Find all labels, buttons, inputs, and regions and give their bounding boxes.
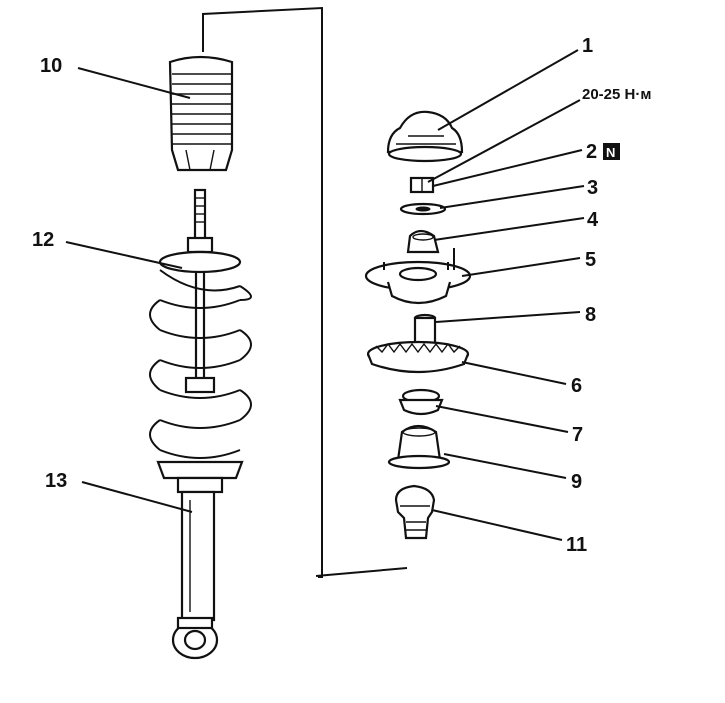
callout-2: 2 (586, 141, 597, 163)
callout-12: 12 (32, 229, 54, 251)
leader-torque (427, 99, 581, 183)
leader-9 (443, 453, 567, 479)
part-13-damper-body (171, 476, 224, 660)
callout-7: 7 (572, 424, 583, 446)
callout-5: 5 (585, 249, 596, 271)
torque-spec: 20-25 Н·м (582, 86, 651, 103)
part-10-dust-boot (168, 55, 234, 172)
part-12-coil-spring (149, 250, 252, 480)
callout-6: 6 (571, 375, 582, 397)
leader-2 (432, 149, 583, 187)
leader-5 (461, 257, 581, 277)
part-3-washer (399, 202, 447, 216)
callout-4: 4 (587, 209, 599, 231)
part-5-upper-mount (364, 248, 472, 305)
leader-11 (431, 509, 563, 541)
leader-3 (439, 185, 585, 209)
leader-8 (435, 311, 581, 323)
part-7-bump-seat (398, 388, 444, 416)
part-4-bushing (406, 229, 440, 254)
leader-10 (77, 67, 191, 99)
part-9-dust-cover (387, 424, 451, 470)
part-11-bump-stop (394, 484, 436, 540)
leader-13 (81, 481, 193, 513)
callout-1: 1 (582, 35, 593, 57)
part-6-spring-seat (366, 340, 470, 374)
assembly-bracket-line (202, 6, 323, 578)
leader-4 (433, 217, 585, 241)
leader-12 (65, 241, 183, 269)
part-1-top-cap (386, 110, 464, 163)
leader-1 (437, 49, 579, 131)
assembly-bracket-bottom (315, 567, 408, 577)
new-part-badge (603, 143, 620, 160)
leader-6 (461, 361, 567, 385)
leader-7 (435, 405, 569, 433)
callout-10: 10 (40, 55, 62, 77)
callout-11: 11 (566, 534, 587, 556)
part-8-spacer-tube (413, 313, 437, 346)
callout-9: 9 (571, 471, 582, 493)
callout-3: 3 (587, 177, 598, 199)
callout-13: 13 (45, 470, 67, 492)
callout-8: 8 (585, 304, 596, 326)
new-part-badge-label: N (606, 145, 615, 160)
